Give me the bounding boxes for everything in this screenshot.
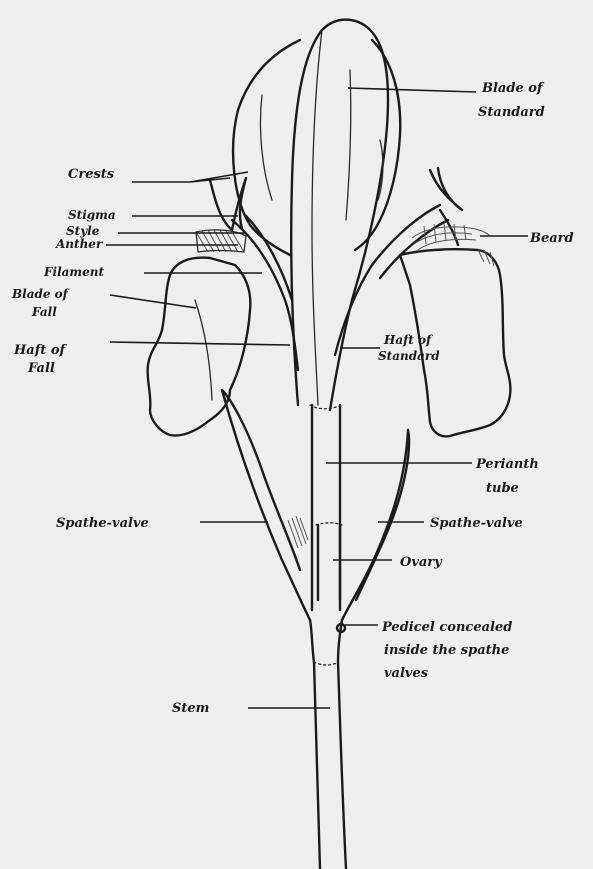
label-perianth-tube-1: Perianth xyxy=(475,457,539,472)
leader-crests xyxy=(132,172,248,182)
label-blade-of-fall-2: Fall xyxy=(31,305,57,319)
leader-blade-of-fall xyxy=(110,295,196,308)
label-stigma: Stigma xyxy=(68,208,116,222)
label-blade-of-standard-1: Blade of xyxy=(481,81,545,96)
label-style: Style xyxy=(66,224,100,238)
left-standard xyxy=(233,40,300,255)
label-beard: Beard xyxy=(529,231,574,246)
label-haft-of-fall-2: Fall xyxy=(27,361,55,376)
label-haft-of-fall-1: Haft of xyxy=(13,343,68,358)
ovary xyxy=(318,525,340,600)
label-blade-of-fall-1: Blade of xyxy=(11,287,70,301)
crests xyxy=(210,178,246,230)
label-filament: Filament xyxy=(43,265,104,279)
label-haft-of-standard-2: Standard xyxy=(378,349,440,363)
label-pedicel-1: Pedicel concealed xyxy=(381,620,512,635)
label-stem: Stem xyxy=(172,701,209,716)
stem xyxy=(314,662,346,869)
left-spathe-valve xyxy=(222,390,310,620)
label-anther: Anther xyxy=(55,237,104,251)
leader-lines xyxy=(106,88,528,708)
perianth-tube xyxy=(312,405,340,610)
leader-blade-of-standard xyxy=(348,88,476,92)
label-spathe-valve-right: Spathe-valve xyxy=(430,516,523,531)
leader-haft-of-fall xyxy=(110,342,290,345)
label-spathe-valve-left: Spathe-valve xyxy=(56,516,149,531)
standard-petal xyxy=(291,20,388,410)
label-pedicel-2: inside the spathe xyxy=(384,643,509,658)
label-blade-of-standard-2: Standard xyxy=(478,105,545,120)
label-perianth-tube-2: tube xyxy=(486,481,519,496)
right-spathe-valve xyxy=(342,430,409,620)
label-haft-of-standard-1: Haft of xyxy=(383,333,433,347)
label-ovary: Ovary xyxy=(400,555,443,570)
label-pedicel-3: valves xyxy=(384,666,429,681)
flower-illustration xyxy=(148,20,511,869)
label-crests: Crests xyxy=(68,167,115,182)
right-standard xyxy=(355,40,400,250)
